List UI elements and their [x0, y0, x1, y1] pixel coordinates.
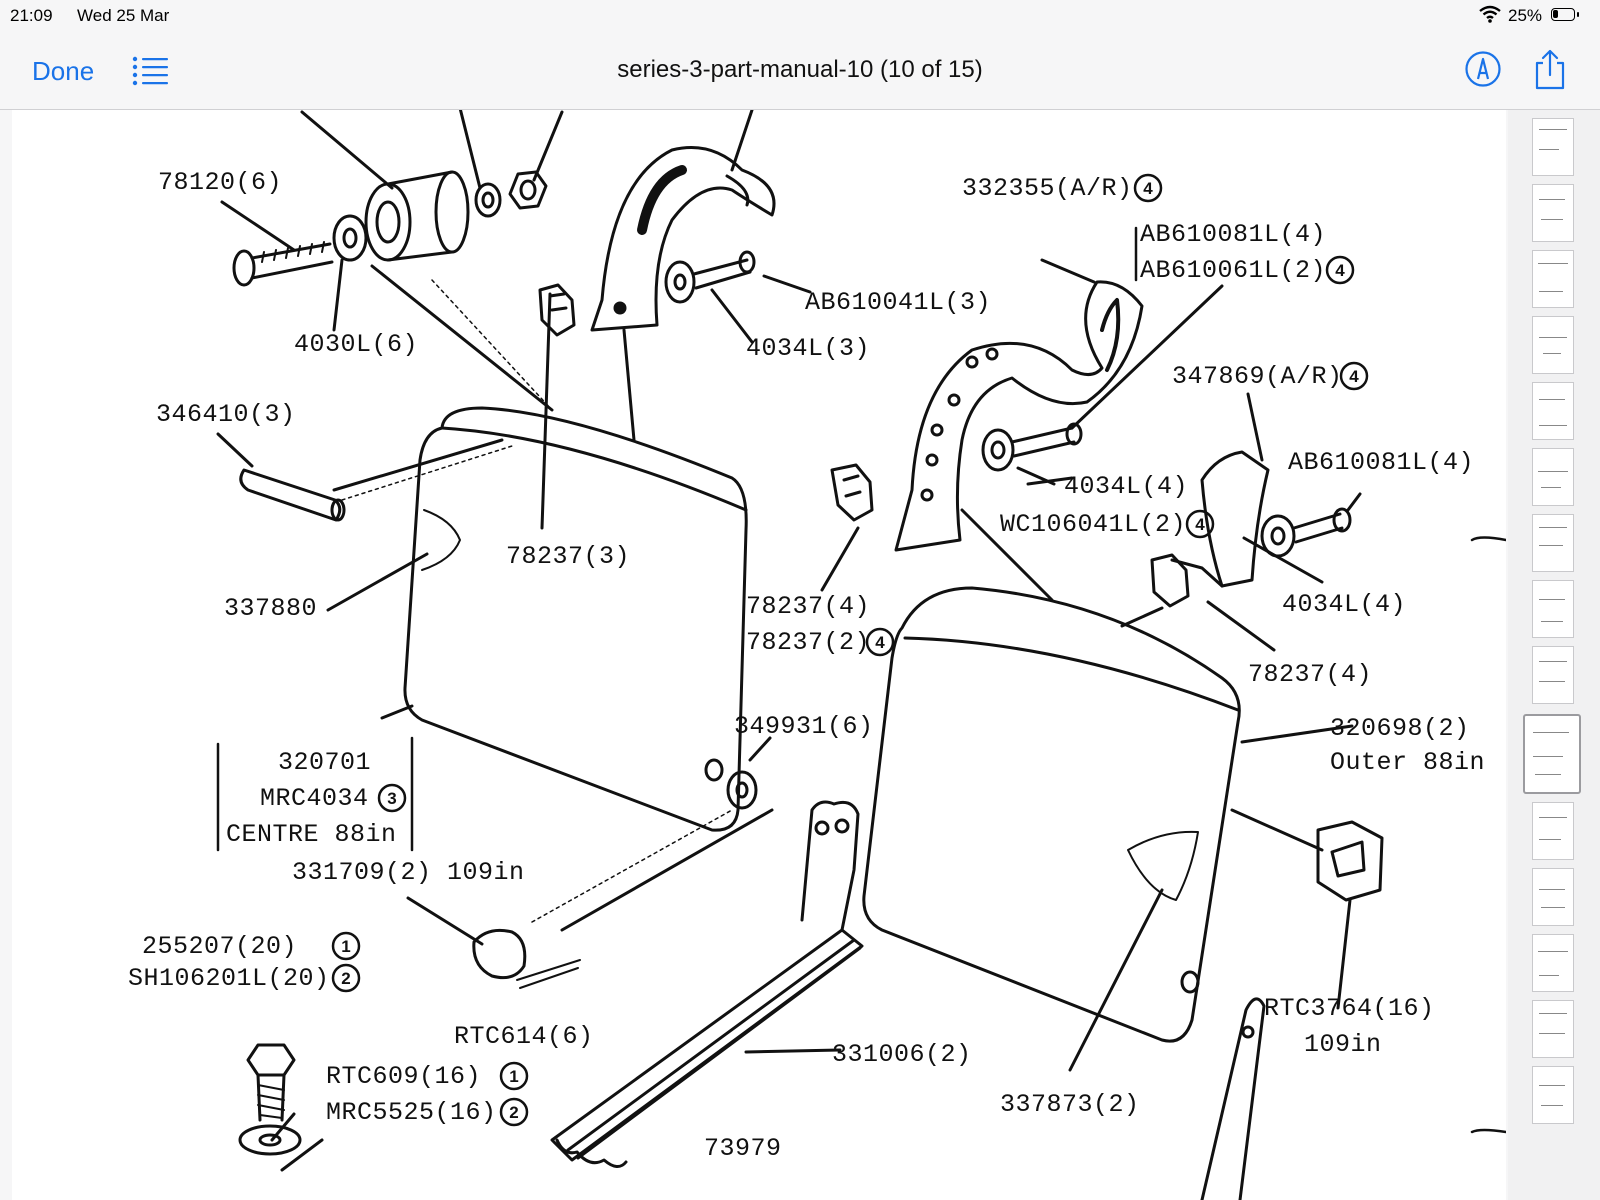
part-label: RTC609(16): [326, 1062, 482, 1091]
part-label: 4034L(3): [746, 334, 871, 363]
page-thumbnail-5[interactable]: [1532, 382, 1574, 440]
page-thumbnail-10-current[interactable]: [1523, 714, 1581, 794]
page-thumbnail-7[interactable]: [1532, 514, 1574, 572]
status-bar: 21:09 Wed 25 Mar 25%: [0, 0, 1600, 32]
part-label: 255207(20): [142, 932, 298, 961]
part-label: 4030L(6): [294, 330, 419, 359]
battery-percent: 25%: [1508, 6, 1543, 25]
page-thumbnail-13[interactable]: [1532, 934, 1574, 992]
part-label: 346410(3): [156, 400, 296, 429]
page-thumbnail-3[interactable]: [1532, 250, 1574, 308]
screw-78120-drawing: [232, 241, 334, 287]
leader-line: [532, 110, 564, 182]
page-thumbnail-1[interactable]: [1532, 118, 1574, 176]
leader-line: [300, 110, 394, 190]
washer-4030l-drawing: [332, 214, 368, 262]
part-label: 320698(2): [1330, 714, 1470, 743]
part-label: 78237(2): [746, 628, 871, 657]
page-thumbnail-2[interactable]: [1532, 184, 1574, 242]
right-bracket-drawing: [894, 280, 1144, 552]
page-thumbnail-9[interactable]: [1532, 646, 1574, 704]
leader-line: [730, 110, 754, 172]
part-label: MRC5525(16): [326, 1098, 497, 1127]
page-thumbnail-6[interactable]: [1532, 448, 1574, 506]
done-button[interactable]: Done: [32, 56, 95, 86]
page-thumbnail-14[interactable]: [1532, 1000, 1574, 1058]
part-label: 78237(4): [746, 592, 871, 621]
part-label: AB610061L(2): [1140, 256, 1327, 285]
parts-diagram: [216, 110, 1506, 1200]
part-label: 331006(2): [832, 1040, 972, 1069]
part-label: 331709(2) 109in: [292, 858, 525, 887]
navigation-bar: Done series-3-part-manual-10 (10 of 15): [0, 32, 1600, 110]
document-title: series-3-part-manual-10 (10 of 15): [617, 56, 983, 83]
part-label: WC106041L(2): [1000, 510, 1187, 539]
page-thumbnail-strip[interactable]: [1508, 110, 1600, 1200]
part-label: 109in: [1304, 1030, 1382, 1059]
status-date: Wed 25 Mar: [77, 6, 170, 25]
hinge-block-right: [830, 463, 874, 522]
part-label: 337873(2): [1000, 1090, 1140, 1119]
part-label: 349931(6): [734, 712, 874, 741]
bracket-347869-drawing: [1200, 450, 1270, 588]
share-icon[interactable]: [1533, 48, 1567, 90]
page-thumbnail-12[interactable]: [1532, 868, 1574, 926]
part-label: CENTRE 88in: [226, 820, 397, 849]
knob-drawing: [472, 928, 527, 980]
page-thumbnail-15[interactable]: [1532, 1066, 1574, 1124]
part-label: SH106201L(20): [128, 964, 330, 993]
left-bracket-drawing: [590, 146, 776, 332]
part-label: AB610081L(4): [1288, 448, 1475, 477]
part-label: MRC4034: [260, 784, 369, 813]
leader-line: [458, 110, 482, 190]
bolt-255207-drawing: [238, 1043, 302, 1156]
part-label: 4034L(4): [1064, 472, 1189, 501]
battery-tip: [1577, 12, 1579, 17]
spacer-drawing: [364, 170, 470, 262]
part-label: 78120(6): [158, 168, 283, 197]
part-label: Outer 88in: [1330, 748, 1486, 777]
list-icon[interactable]: [132, 56, 170, 86]
hinge-block-left: [538, 283, 576, 337]
part-label: AB610041L(3): [805, 288, 992, 317]
part-label: 78237(3): [506, 542, 631, 571]
battery-icon: [1551, 8, 1575, 21]
right-cushion-drawing: [862, 586, 1241, 1043]
part-label: 337880: [224, 594, 318, 623]
status-time: 21:09: [10, 6, 53, 25]
part-label: AB610081L(4): [1140, 220, 1327, 249]
markup-pen-icon[interactable]: [1464, 50, 1502, 88]
page-thumbnail-8[interactable]: [1532, 580, 1574, 638]
rail-right-drawing: [1200, 997, 1266, 1200]
part-label: 320701: [278, 748, 372, 777]
tube-346410-drawing: [239, 468, 342, 522]
part-label: 4034L(4): [1282, 590, 1407, 619]
part-label: 347869(A/R): [1172, 362, 1343, 391]
part-label: RTC614(6): [454, 1022, 594, 1051]
rail-331006-drawing: [550, 800, 864, 1168]
left-cushion-drawing: [403, 406, 748, 832]
pdf-page[interactable]: 78120(6) 4030L(6) 346410(3) 337880 78237…: [12, 110, 1506, 1200]
page-thumbnail-11[interactable]: [1532, 802, 1574, 860]
wifi-icon: [1479, 5, 1501, 23]
page-thumbnail-4[interactable]: [1532, 316, 1574, 374]
part-label: 332355(A/R): [962, 174, 1133, 203]
part-label: 78237(4): [1248, 660, 1373, 689]
part-label: RTC3764(16): [1264, 994, 1435, 1023]
bracket-rtc3764-drawing: [1316, 820, 1384, 902]
part-label: 73979: [704, 1134, 782, 1163]
